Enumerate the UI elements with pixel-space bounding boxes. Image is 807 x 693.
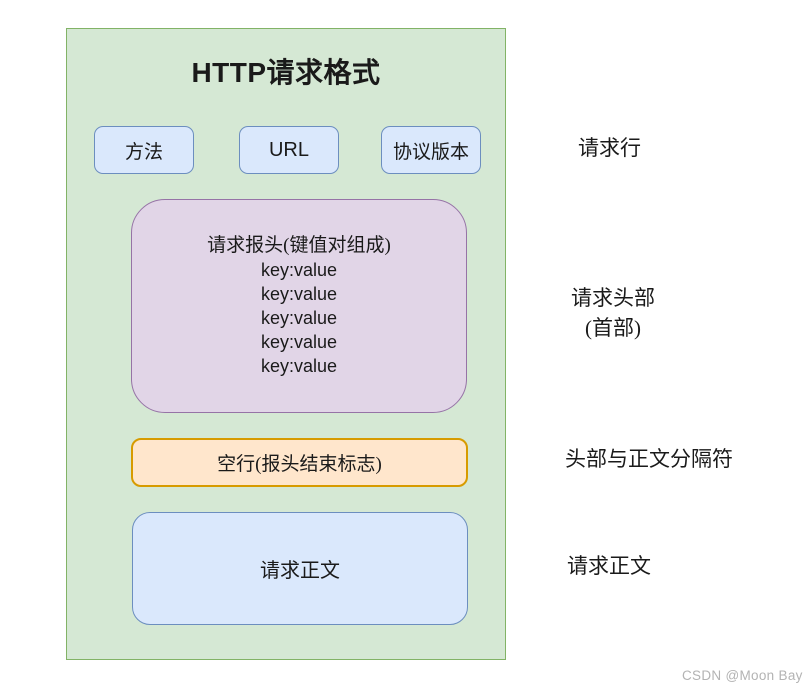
side-label-request-body: 请求正文	[567, 554, 651, 578]
key-value-line: key:value	[260, 332, 338, 352]
http-request-format-container: HTTP请求格式 方法 URL 协议版本 请求报头(键值对组成) key:val…	[66, 28, 506, 660]
side-label-request-header: 请求头部 (首部)	[558, 283, 668, 343]
url-box: URL	[239, 126, 339, 174]
request-body-box: 请求正文	[132, 512, 468, 625]
protocol-version-box-label: 协议版本	[392, 141, 469, 163]
empty-line-separator-box: 空行(报头结束标志)	[131, 438, 468, 487]
side-label-request-header-line2: (首部)	[585, 316, 641, 340]
key-value-line: key:value	[260, 308, 338, 328]
key-value-line: key:value	[260, 356, 338, 376]
method-box: 方法	[94, 126, 194, 174]
side-label-request-line: 请求行	[578, 136, 641, 160]
diagram-title: HTTP请求格式	[191, 57, 381, 88]
key-value-line: key:value	[260, 284, 338, 304]
request-headers-heading: 请求报头(键值对组成)	[207, 235, 391, 256]
protocol-version-box: 协议版本	[381, 126, 481, 174]
request-headers-box: 请求报头(键值对组成) key:value key:value key:valu…	[131, 199, 467, 413]
side-label-separator: 头部与正文分隔符	[565, 447, 733, 471]
method-box-label: 方法	[124, 141, 163, 163]
csdn-watermark: CSDN @Moon Bay	[682, 668, 803, 683]
request-body-box-label: 请求正文	[260, 560, 340, 582]
empty-line-separator-label: 空行(报头结束标志)	[217, 454, 382, 475]
side-label-request-header-line1: 请求头部	[571, 286, 655, 310]
url-box-label: URL	[268, 138, 309, 161]
key-value-line: key:value	[260, 260, 338, 280]
